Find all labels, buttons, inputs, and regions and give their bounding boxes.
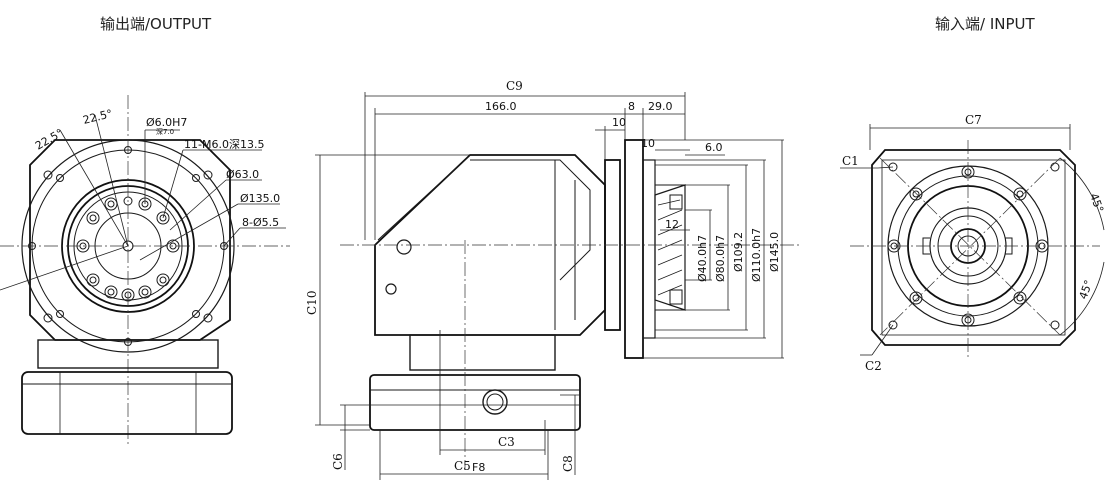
output-header: 输出端/OUTPUT bbox=[100, 15, 212, 33]
d10a-label: 10 bbox=[612, 116, 626, 129]
input-view: C7 C1 C2 45° 45° bbox=[840, 113, 1106, 373]
d12-label: 12 bbox=[665, 218, 679, 231]
d29-label: 29.0 bbox=[648, 100, 673, 113]
side-base bbox=[369, 374, 581, 431]
c9-label: C9 bbox=[506, 79, 523, 93]
d110-label: Ø110.0h7 bbox=[750, 228, 763, 282]
angle-label-b: 22.5° bbox=[82, 107, 114, 127]
angle-45-a: 45° bbox=[1087, 192, 1106, 215]
input-square-flange bbox=[871, 149, 1076, 346]
holes-label: 8-Ø5.5 bbox=[242, 216, 279, 229]
angle-label-a: 22.5° bbox=[33, 126, 65, 152]
hole-dia-label: Ø6.0H7 bbox=[146, 116, 187, 129]
output-base bbox=[21, 371, 233, 435]
d135-label: Ø135.0 bbox=[240, 192, 280, 205]
output-view: 22.5° 22.5° Ø6.0H7 深7.0 11-M6.0深13.5 Ø63… bbox=[0, 95, 290, 445]
thread-label: 11-M6.0深13.5 bbox=[184, 138, 264, 151]
d109-label: Ø109.2 bbox=[732, 232, 745, 272]
c3-label: C3 bbox=[498, 435, 515, 449]
d63-label: Ø63.0 bbox=[226, 168, 259, 181]
hole-depth-label: 深7.0 bbox=[156, 127, 174, 136]
c5-label: C5 bbox=[454, 459, 471, 473]
len166-label: 166.0 bbox=[485, 100, 517, 113]
c8-label: C8 bbox=[561, 455, 575, 472]
d8-label: 8 bbox=[628, 100, 635, 113]
d80-label: Ø80.0h7 bbox=[714, 235, 727, 282]
d6-label: 6.0 bbox=[705, 141, 723, 154]
c1-label: C1 bbox=[842, 154, 859, 168]
input-header: 输入端/ INPUT bbox=[935, 15, 1035, 33]
f8-label: F8 bbox=[472, 461, 485, 474]
c7-label: C7 bbox=[965, 113, 982, 127]
c2-label: C2 bbox=[865, 359, 882, 373]
d10b-label: 10 bbox=[641, 137, 655, 150]
c6-label: C6 bbox=[331, 453, 345, 470]
output-lower-body bbox=[37, 339, 219, 369]
c10-label: C10 bbox=[305, 291, 319, 315]
d145-label: Ø145.0 bbox=[768, 232, 781, 272]
input-plate bbox=[624, 139, 644, 359]
side-view: C9 166.0 8 29.0 10 10 6.0 12 Ø40.0h7 Ø80… bbox=[305, 79, 800, 480]
d40-label: Ø40.0h7 bbox=[696, 235, 709, 282]
angle-45-b: 45° bbox=[1077, 278, 1096, 301]
side-lower-body bbox=[409, 334, 556, 371]
